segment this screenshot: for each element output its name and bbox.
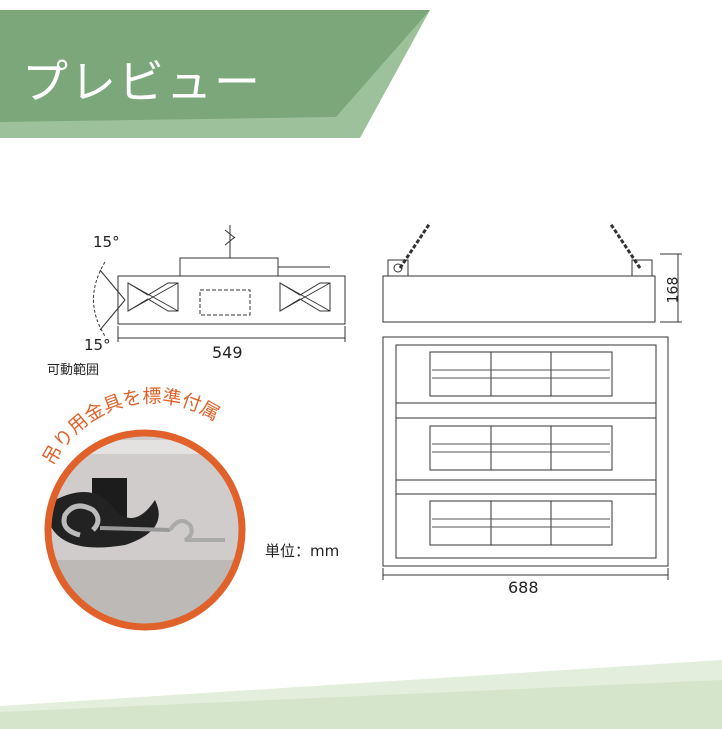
range-label: 可動範囲 [47,363,100,378]
accessory-ring [44,429,246,631]
front-width-dimension: 688 [508,578,539,597]
unit-label: 単位：mm [265,542,340,560]
side-width-dimension: 549 [212,343,243,362]
angle-top-label: 15° [93,233,120,251]
accessory-photo [44,429,246,631]
front-view-drawing [382,222,682,580]
page-title: プレビュー [22,55,262,109]
header-band [0,10,430,122]
angle-bottom-label: 15° [84,336,111,354]
height-dimension: 168 [665,276,682,304]
side-view-drawing [93,225,346,342]
